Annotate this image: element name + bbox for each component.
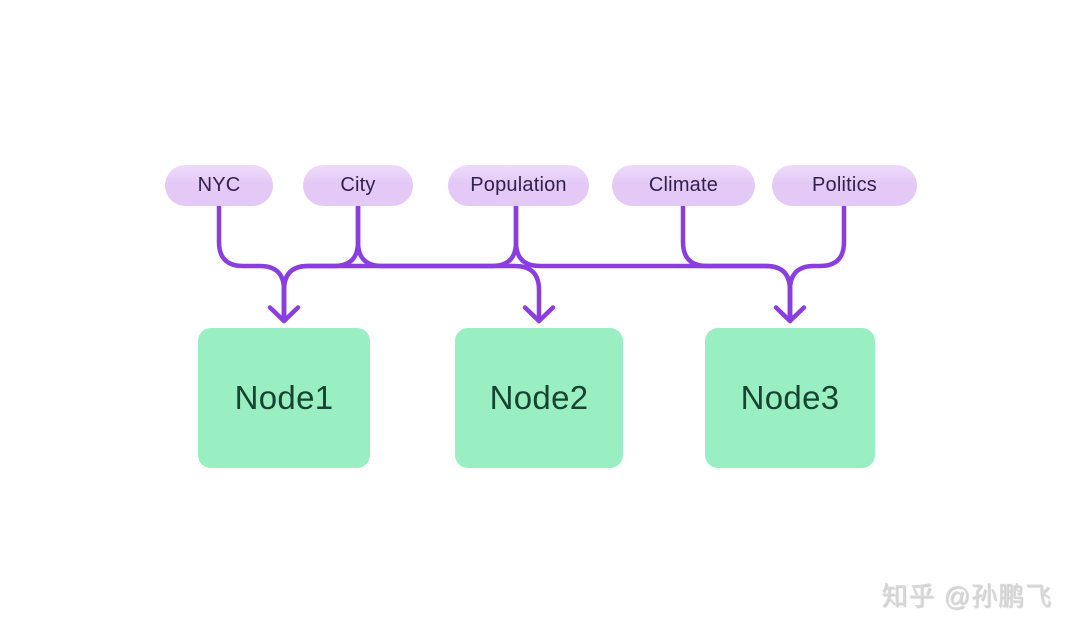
attribute-pill-city: City bbox=[303, 165, 413, 206]
edge-path-2 bbox=[355, 203, 542, 320]
attribute-pill-politics-label: Politics bbox=[812, 174, 877, 196]
arrowhead-icon-0 bbox=[267, 305, 301, 324]
edge-path-1 bbox=[281, 203, 361, 320]
attribute-pill-city-label: City bbox=[340, 174, 376, 196]
arrowhead-icon-2 bbox=[773, 305, 807, 324]
attribute-pill-population: Population bbox=[448, 165, 589, 206]
edge-path-5 bbox=[680, 203, 793, 320]
graph-node-3: Node3 bbox=[705, 328, 875, 468]
edge-path-3 bbox=[281, 203, 519, 320]
attribute-pill-climate-label: Climate bbox=[648, 174, 719, 196]
edge-path-4 bbox=[513, 203, 793, 320]
graph-node-2: Node2 bbox=[455, 328, 623, 468]
graph-node-1: Node1 bbox=[198, 328, 370, 468]
attribute-pill-nyc: NYC bbox=[165, 165, 273, 206]
edge-path-0 bbox=[216, 203, 287, 320]
graph-node-2-label: Node2 bbox=[489, 379, 589, 416]
attribute-pill-population-label: Population bbox=[470, 174, 567, 196]
graph-node-3-label: Node3 bbox=[740, 379, 840, 416]
attribute-pill-climate: Climate bbox=[612, 165, 755, 206]
attribute-pill-nyc-label: NYC bbox=[197, 174, 241, 196]
arrowhead-icon-1 bbox=[522, 305, 556, 324]
attribute-pill-politics: Politics bbox=[772, 165, 917, 206]
graph-node-1-label: Node1 bbox=[234, 379, 334, 416]
edge-path-6 bbox=[787, 203, 847, 320]
watermark-text: 知乎 @孙鹏飞 bbox=[881, 581, 1052, 611]
